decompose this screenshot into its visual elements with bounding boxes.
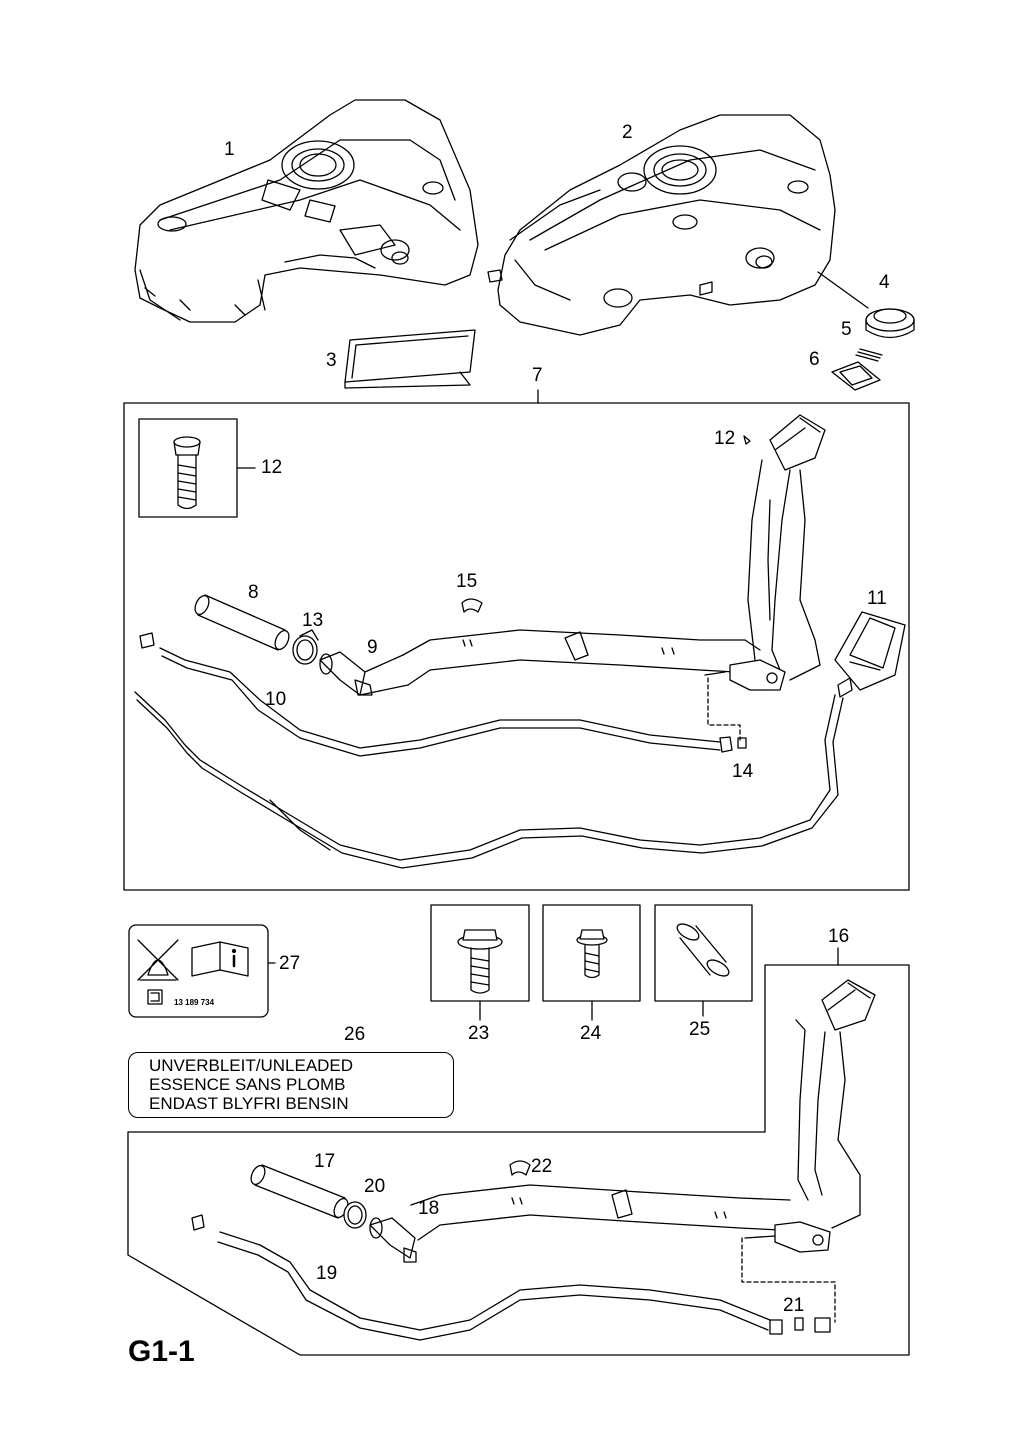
clamp-20: [343, 1201, 367, 1229]
hose-17: [250, 1164, 349, 1219]
connector-18: [369, 1217, 417, 1263]
callout-12-inset: 12: [261, 457, 283, 478]
callout-18: 18: [418, 1198, 440, 1219]
hose-clip-15: [461, 598, 483, 613]
callout-7: 7: [532, 365, 543, 386]
callout-14: 14: [732, 761, 754, 782]
unleaded-label-line-1: UNVERBLEIT/UNLEADED: [149, 1056, 354, 1075]
callout-19: 19: [316, 1263, 338, 1284]
spring-5: [855, 348, 883, 362]
callout-16: 16: [828, 926, 850, 947]
filler-neck-assembly-2: [410, 979, 876, 1323]
callout-21: 21: [783, 1295, 805, 1316]
fuel-tank-2: [487, 114, 836, 336]
pad-3: [344, 329, 476, 389]
callout-1: 1: [224, 139, 235, 160]
assembly-box-7: [123, 402, 910, 891]
callout-10: 10: [265, 689, 287, 710]
assembly-box-16: [127, 964, 910, 1356]
clip-12-small-icon: [743, 435, 751, 445]
callout-13: 13: [302, 610, 324, 631]
screw-12-icon: [173, 436, 201, 510]
callout-23: 23: [468, 1023, 490, 1044]
filler-neck-assembly: [402, 414, 826, 741]
callout-3: 3: [326, 350, 337, 371]
label-27-part-number: 13 189 734: [174, 998, 215, 1007]
callout-5: 5: [841, 319, 852, 340]
callout-22: 22: [531, 1156, 553, 1177]
fuel-tank-1: [134, 99, 479, 323]
callout-20: 20: [364, 1176, 386, 1197]
unleaded-label-line-3: ENDAST BLYFRI BENSIN: [149, 1094, 349, 1113]
callout-15: 15: [456, 571, 478, 592]
filler-cap-4: [817, 271, 915, 339]
inset-box-12: [138, 418, 238, 518]
callout-9: 9: [367, 637, 378, 658]
callout-12: 12: [714, 428, 736, 449]
vent-pipe-10: [139, 632, 747, 757]
sleeve-25-icon: [676, 923, 730, 977]
callout-2: 2: [622, 122, 633, 143]
callout-6: 6: [809, 349, 820, 370]
callout-4: 4: [879, 272, 890, 293]
inset-box-23: [430, 904, 530, 1002]
no-fire-icon: [137, 939, 179, 981]
fuel-line-long: [134, 691, 844, 869]
hose-clip-22: [509, 1160, 531, 1176]
connector-9: [319, 651, 409, 696]
barcode-icon: [147, 989, 163, 1005]
clamp-13: [292, 629, 319, 665]
unleaded-label-26: UNVERBLEIT/UNLEADED ESSENCE SANS PLOMB E…: [128, 1052, 454, 1118]
canister-bracket-11: [834, 611, 906, 698]
bolt-23-icon: [457, 929, 503, 994]
hose-8: [194, 594, 290, 651]
callout-25: 25: [689, 1019, 711, 1040]
manual-book-icon: [191, 941, 249, 977]
callout-26: 26: [344, 1024, 366, 1045]
inset-box-24: [542, 904, 641, 1002]
callout-8: 8: [248, 582, 259, 603]
callout-11: 11: [867, 588, 887, 609]
bracket-6: [831, 361, 881, 391]
inset-box-25: [654, 904, 753, 1002]
page-id: G1-1: [128, 1335, 195, 1368]
vent-pipe-19: [191, 1214, 831, 1341]
unleaded-label-line-2: ESSENCE SANS PLOMB: [149, 1075, 346, 1094]
callout-24: 24: [580, 1023, 602, 1044]
screw-24-icon: [576, 929, 608, 979]
callout-17: 17: [314, 1151, 336, 1172]
callout-27: 27: [279, 953, 301, 974]
